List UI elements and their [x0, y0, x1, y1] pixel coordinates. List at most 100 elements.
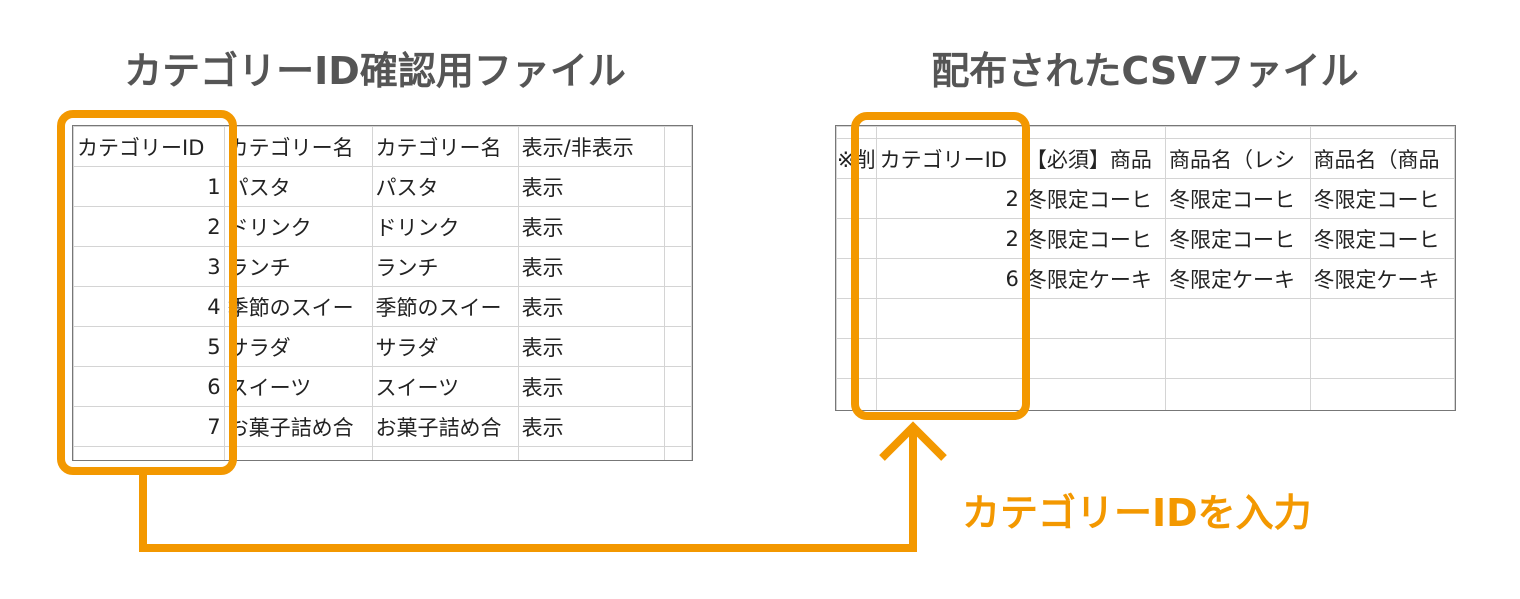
table-cell[interactable]: 5	[73, 326, 225, 367]
table-cell[interactable]	[663, 326, 692, 367]
header-cell[interactable]: 商品名（商品	[1309, 138, 1455, 179]
table-cell[interactable]: ランチ	[223, 246, 373, 287]
header-row: カテゴリーID カテゴリー名 カテゴリー名 表示/非表示	[73, 126, 692, 167]
table-cell[interactable]: スイーツ	[371, 366, 519, 407]
table-cell[interactable]	[1165, 378, 1311, 410]
table-cell[interactable]: お菓子詰め合	[371, 406, 519, 447]
table-cell[interactable]	[1309, 338, 1455, 379]
table-cell[interactable]	[663, 206, 692, 247]
table-cell[interactable]: パスタ	[223, 166, 373, 207]
table-cell[interactable]	[836, 178, 877, 219]
table-cell[interactable]: サラダ	[223, 326, 373, 367]
table-cell[interactable]: 表示	[517, 286, 665, 327]
table-cell[interactable]: 冬限定ケーキ	[1165, 258, 1311, 299]
table-cell[interactable]	[517, 446, 665, 460]
header-cell[interactable]: 表示/非表示	[517, 126, 665, 167]
table-cell[interactable]	[1309, 298, 1455, 339]
table-cell[interactable]	[1165, 298, 1311, 339]
table-cell[interactable]	[371, 446, 519, 460]
table-cell[interactable]: 冬限定コーヒ	[1309, 178, 1455, 219]
table-row	[836, 298, 1455, 339]
table-cell[interactable]: 2	[73, 206, 225, 247]
table-cell[interactable]: 冬限定コーヒ	[1309, 218, 1455, 259]
left-title: カテゴリーID確認用ファイル	[124, 49, 626, 93]
table-cell[interactable]	[836, 258, 877, 299]
table-cell[interactable]	[836, 338, 877, 379]
table-cell[interactable]	[836, 298, 877, 339]
table-cell[interactable]	[875, 298, 1023, 339]
header-cell[interactable]: カテゴリー名	[223, 126, 373, 167]
table-cell[interactable]	[663, 286, 692, 327]
arrow-head-icon	[879, 421, 947, 461]
header-cell[interactable]: カテゴリーID	[73, 126, 225, 167]
header-row: ※削 カテゴリーID 【必須】商品 商品名（レシ 商品名（商品	[836, 138, 1455, 179]
table-cell[interactable]	[875, 378, 1023, 410]
table-cell[interactable]: 表示	[517, 206, 665, 247]
table-cell[interactable]: サラダ	[371, 326, 519, 367]
callout-label: カテゴリーIDを入力	[962, 491, 1312, 535]
table-cell[interactable]	[663, 446, 692, 460]
table-row	[73, 446, 692, 460]
table-row	[836, 338, 1455, 379]
header-cell[interactable]: 【必須】商品	[1021, 138, 1167, 179]
header-cell[interactable]: 商品名（レシ	[1165, 138, 1311, 179]
right-title: 配布されたCSVファイル	[931, 49, 1359, 93]
table-cell[interactable]: 表示	[517, 326, 665, 367]
table-cell[interactable]: スイーツ	[223, 366, 373, 407]
table-cell[interactable]: 表示	[517, 166, 665, 207]
table-cell[interactable]: 冬限定ケーキ	[1309, 258, 1455, 299]
table-cell[interactable]	[223, 446, 373, 460]
table-cell[interactable]: 冬限定ケーキ	[1021, 258, 1167, 299]
spacer-row	[836, 126, 1455, 139]
table-cell[interactable]	[1021, 338, 1167, 379]
table-cell[interactable]: 1	[73, 166, 225, 207]
table-cell[interactable]	[1021, 298, 1167, 339]
table-cell[interactable]: 7	[73, 406, 225, 447]
header-cell[interactable]: カテゴリーID	[875, 138, 1023, 179]
table-cell[interactable]: 冬限定コーヒ	[1165, 178, 1311, 219]
table-cell[interactable]: お菓子詰め合	[223, 406, 373, 447]
table-cell[interactable]: 6	[73, 366, 225, 407]
table-cell[interactable]	[663, 246, 692, 287]
table-cell[interactable]: 2	[875, 178, 1023, 219]
table-cell[interactable]: 冬限定コーヒ	[1021, 218, 1167, 259]
table-cell[interactable]: 季節のスイー	[223, 286, 373, 327]
table-cell[interactable]: 4	[73, 286, 225, 327]
table-cell[interactable]: 6	[875, 258, 1023, 299]
table-cell[interactable]	[1021, 378, 1167, 410]
table-cell[interactable]	[836, 218, 877, 259]
table-cell[interactable]: ランチ	[371, 246, 519, 287]
table-cell[interactable]	[663, 406, 692, 447]
header-cell[interactable]: ※削	[836, 138, 877, 179]
table-cell[interactable]: ドリンク	[223, 206, 373, 247]
table-cell[interactable]	[875, 338, 1023, 379]
table-cell[interactable]: ドリンク	[371, 206, 519, 247]
table-cell[interactable]: 表示	[517, 406, 665, 447]
table-cell[interactable]	[73, 446, 225, 460]
table-cell[interactable]: 表示	[517, 366, 665, 407]
table-cell[interactable]: 3	[73, 246, 225, 287]
table-cell[interactable]: 2	[875, 218, 1023, 259]
table-cell[interactable]	[663, 166, 692, 207]
table-row	[836, 378, 1455, 410]
table-cell[interactable]: 冬限定コーヒ	[1165, 218, 1311, 259]
table-cell[interactable]	[1309, 378, 1455, 410]
table-cell[interactable]	[1165, 338, 1311, 379]
header-cell[interactable]: カテゴリー名	[371, 126, 519, 167]
table-cell[interactable]	[663, 366, 692, 407]
table-cell[interactable]: 冬限定コーヒ	[1021, 178, 1167, 219]
header-cell[interactable]	[663, 126, 692, 167]
table-cell[interactable]: 表示	[517, 246, 665, 287]
table-cell[interactable]	[836, 378, 877, 410]
table-cell[interactable]: パスタ	[371, 166, 519, 207]
table-cell[interactable]: 季節のスイー	[371, 286, 519, 327]
